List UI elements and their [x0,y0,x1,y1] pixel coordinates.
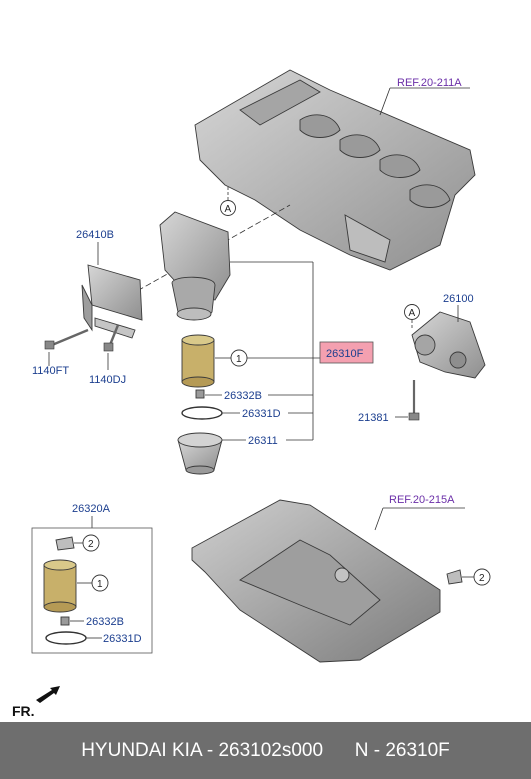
engine-block [194,69,476,271]
callout-1-kit [91,574,109,592]
callout-2-kit [82,534,100,552]
oil-pan [191,499,441,663]
kit-o-ring [45,631,87,645]
footer-bar: HYUNDAI KIA - 263102s000 N - 26310F [0,722,531,779]
bolt-21381 [408,380,420,421]
callout-1-top-num: 1 [236,354,242,365]
marker-a-right: A [409,308,416,319]
bolt-1140FT [44,328,89,350]
highlight-26310F [319,341,374,364]
front-arrow-icon [36,686,60,703]
filter-cap-26311 [177,432,223,475]
callout-2-kit-num: 2 [88,539,94,550]
parts-diagram: REF.20-211A A 26410B 1140FT 1140DJ 1 [12,69,491,719]
kit-box [31,527,153,654]
oil-pump-26100 [411,311,486,379]
label-26320A[interactable]: 26320A [72,503,111,515]
label-26332B-bot[interactable]: 26332B [86,616,124,628]
label-26100[interactable]: 26100 [443,293,474,305]
drain-plug-26332B [195,389,205,399]
callout-1-kit-num: 1 [97,579,103,590]
kit-filter-element [43,559,77,613]
kit-plug [60,616,70,626]
ref-pan-label[interactable]: REF.20-215A [389,494,455,506]
o-ring-26331D [181,406,223,420]
marker-a-top: A [225,204,232,215]
label-26410B[interactable]: 26410B [76,229,114,241]
ref-block-label[interactable]: REF.20-211A [397,77,462,89]
bolt-1140DJ [103,324,120,352]
fr-label: FR. [12,703,35,719]
filter-housing [159,211,231,321]
marker-a-circle [220,200,236,216]
label-26332B-top[interactable]: 26332B [224,390,262,402]
label-26310F[interactable]: 26310F [326,348,364,360]
callout-2-pan-num: 2 [479,573,485,584]
footer-text: HYUNDAI KIA - 263102s000 N - 26310F [81,739,450,761]
label-26311[interactable]: 26311 [248,435,278,447]
label-26331D-top[interactable]: 26331D [242,408,281,420]
pan-gasket [446,569,463,585]
kit-gasket [55,536,75,551]
filter-element [181,334,215,388]
marker-a-right-circle [404,304,420,320]
label-26331D-bot[interactable]: 26331D [103,633,142,645]
label-1140DJ[interactable]: 1140DJ [89,374,126,386]
label-1140FT[interactable]: 1140FT [32,365,69,377]
oil-cooler [81,264,143,339]
label-21381[interactable]: 21381 [358,412,389,424]
callout-2-pan [473,568,491,586]
